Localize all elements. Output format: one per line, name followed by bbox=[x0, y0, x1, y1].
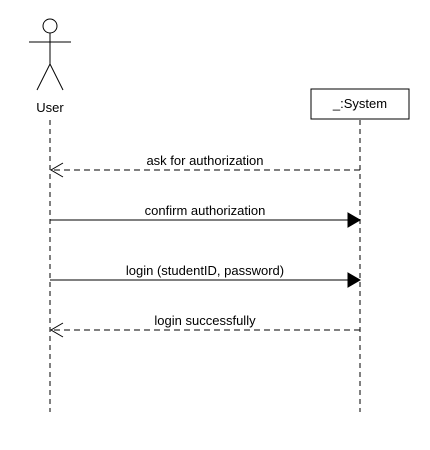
object-system: _:System bbox=[310, 88, 410, 120]
actor-user-label: User bbox=[36, 100, 64, 115]
message-login-successfully: login successfully bbox=[50, 313, 360, 338]
filled-arrowhead bbox=[347, 212, 361, 228]
message-label: confirm authorization bbox=[145, 203, 266, 218]
actor-head bbox=[42, 18, 58, 34]
message-ask-for-authorization: ask for authorization bbox=[50, 153, 360, 178]
actor-right-leg bbox=[49, 63, 64, 91]
filled-arrowhead bbox=[347, 272, 361, 288]
message-login: login (studentID, password) bbox=[50, 263, 361, 288]
object-system-box bbox=[310, 88, 410, 120]
message-confirm-authorization: confirm authorization bbox=[50, 203, 361, 228]
message-label: login (studentID, password) bbox=[126, 263, 284, 278]
open-arrowhead bbox=[50, 322, 64, 338]
message-label: ask for authorization bbox=[146, 153, 263, 168]
actor-left-leg bbox=[36, 63, 51, 91]
open-arrowhead bbox=[50, 162, 64, 178]
actor-user: User bbox=[29, 18, 71, 115]
message-label: login successfully bbox=[154, 313, 256, 328]
object-system-label: _:System bbox=[332, 96, 387, 111]
